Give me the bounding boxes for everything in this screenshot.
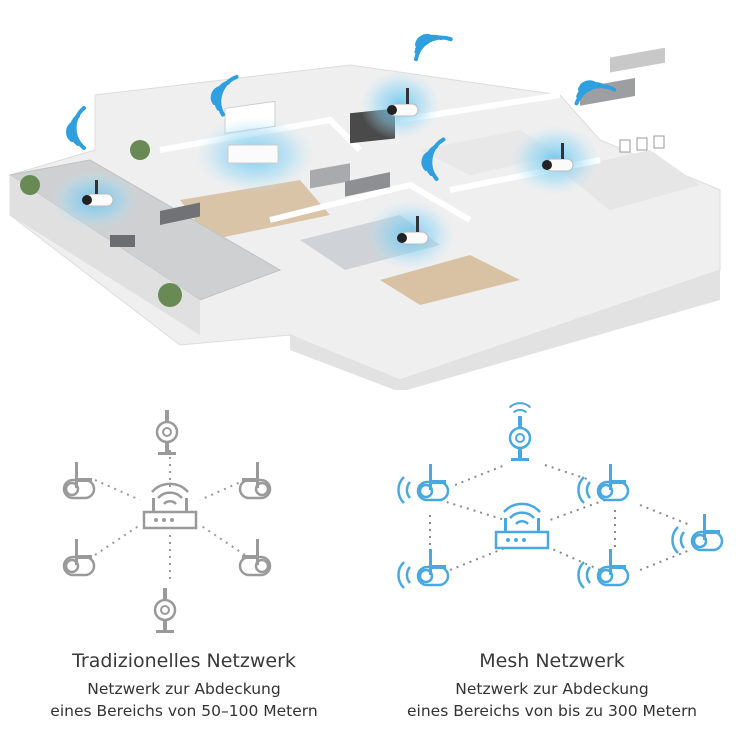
router-icon <box>142 482 198 530</box>
security-camera-icon <box>82 180 114 207</box>
security-camera-icon <box>238 460 272 500</box>
connection-lines <box>94 450 246 580</box>
wifi-icon <box>66 106 86 150</box>
traditional-network-diagram <box>62 408 272 635</box>
cameras <box>82 88 574 245</box>
security-camera-icon <box>416 462 450 502</box>
dome-camera-icon <box>153 586 177 635</box>
router-icon <box>227 144 279 164</box>
mesh-network-subtitle-line2: eines Bereichs von bis zu 300 Metern <box>407 702 697 720</box>
wifi-icon <box>421 137 446 181</box>
network-comparison-diagrams <box>62 402 724 635</box>
security-camera-icon <box>596 547 630 587</box>
house-floorplan-illustration <box>8 34 721 390</box>
wifi-icon <box>574 80 617 106</box>
mesh-camera-bottom-left <box>397 547 450 590</box>
wifi-icons <box>66 34 617 181</box>
security-camera-icon <box>238 537 272 577</box>
security-camera-icon <box>690 512 724 552</box>
security-camera-icon <box>542 143 574 172</box>
wifi-icon <box>210 74 239 117</box>
traditional-network-title: Tradizionelles Netzwerk <box>72 650 296 672</box>
mesh-network-caption: Mesh Netzwerk Netzwerk zur Abdeckung ein… <box>368 650 736 722</box>
mesh-network-subtitle-line1: Netzwerk zur Abdeckung <box>455 680 649 698</box>
router-icon <box>494 502 550 550</box>
security-camera-icon <box>416 547 450 587</box>
traditional-network-subtitle-line2: eines Bereichs von 50–100 Metern <box>50 702 318 720</box>
mesh-camera-bottom-right <box>577 547 630 590</box>
security-camera-icon <box>62 537 96 577</box>
mesh-camera-top-left <box>397 462 450 505</box>
security-camera-icon <box>387 88 419 117</box>
mesh-network-diagram <box>397 402 724 590</box>
traditional-network-caption: Tradizionelles Netzwerk Netzwerk zur Abd… <box>0 650 368 722</box>
connection-lines <box>429 464 691 571</box>
mesh-network-title: Mesh Netzwerk <box>479 650 625 672</box>
security-camera-icon <box>62 460 96 500</box>
wifi-icon <box>414 34 453 62</box>
mesh-camera-far-right <box>671 512 724 555</box>
traditional-network-subtitle-line1: Netzwerk zur Abdeckung <box>87 680 281 698</box>
security-camera-icon <box>397 216 429 245</box>
mesh-camera-top-right <box>577 462 630 505</box>
dome-camera-icon <box>155 408 179 457</box>
dome-camera-icon <box>508 414 532 463</box>
security-camera-icon <box>596 462 630 502</box>
